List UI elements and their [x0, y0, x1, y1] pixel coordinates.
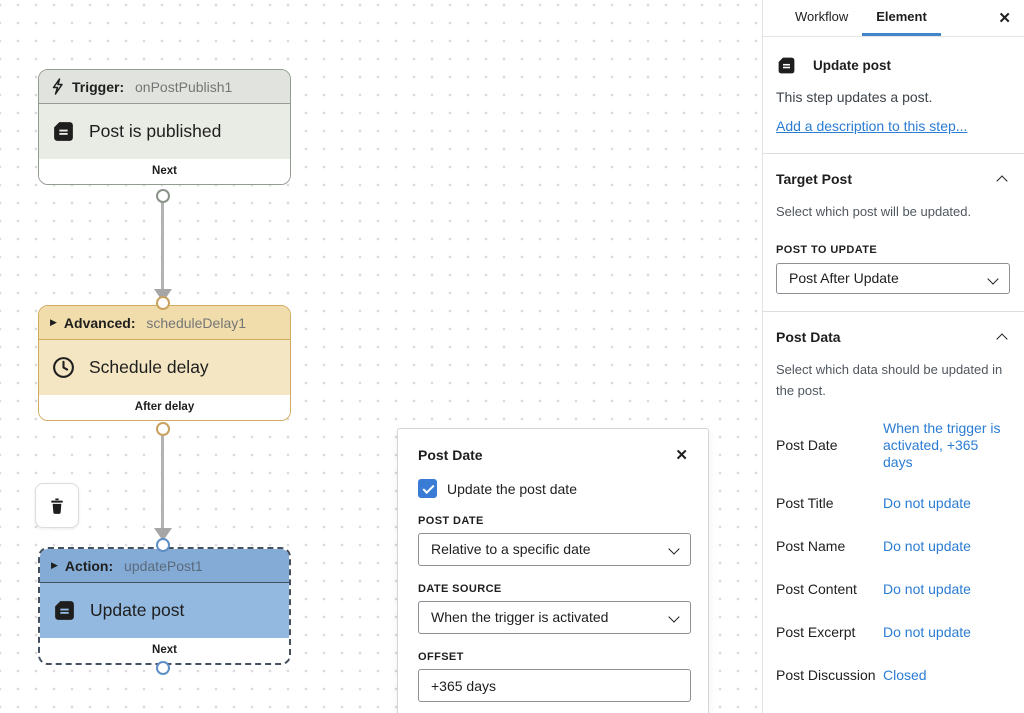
- node-advanced-schedule-delay[interactable]: ▶ Advanced: scheduleDelay1 Schedule dela…: [38, 305, 291, 421]
- post-date-select-value: Relative to a specific date: [431, 541, 591, 557]
- row-value-link[interactable]: Do not update: [883, 581, 971, 598]
- post-icon: [778, 57, 795, 74]
- chevron-up-icon: [996, 175, 1008, 187]
- date-source-field-label: DATE SOURCE: [418, 583, 502, 595]
- node-title: Schedule delay: [89, 357, 209, 377]
- connector-line: [161, 203, 164, 289]
- post-date-select[interactable]: Relative to a specific date: [418, 533, 691, 566]
- post-date-popover: Post Date ✕ Update the post date POST DA…: [397, 428, 709, 713]
- row-value-link[interactable]: Do not update: [883, 495, 971, 512]
- lightning-bolt-icon: [52, 78, 63, 95]
- chevron-down-icon: [668, 611, 680, 623]
- section-description: Select which data should be updated in t…: [776, 361, 1003, 398]
- post-data-row: Post Content Do not update: [776, 580, 1010, 600]
- row-value-link[interactable]: Do not update: [883, 624, 971, 641]
- node-header-prefix: Trigger:: [72, 78, 129, 95]
- row-value-link[interactable]: Do not update: [883, 538, 971, 555]
- collapse-triangle-icon[interactable]: ▶: [50, 317, 57, 327]
- connection-port[interactable]: [156, 538, 170, 552]
- post-icon: [54, 122, 73, 141]
- node-title: Post is published: [89, 121, 222, 141]
- section-target-post-header[interactable]: Target Post: [776, 171, 1010, 187]
- node-id: updatePost1: [124, 557, 203, 574]
- section-title: Post Data: [776, 328, 841, 345]
- collapse-triangle-icon[interactable]: ▶: [51, 560, 58, 570]
- inspector-sidebar: Workflow Element ✕ Update post This step…: [762, 0, 1024, 713]
- trash-icon: [51, 498, 63, 514]
- row-value-link[interactable]: When the trigger is activated, +365 days: [883, 420, 1001, 470]
- tab-workflow[interactable]: Workflow: [795, 9, 849, 24]
- delete-step-button[interactable]: [35, 483, 79, 528]
- add-description-link[interactable]: Add a description to this step...: [776, 118, 968, 134]
- close-icon[interactable]: ✕: [998, 9, 1011, 27]
- offset-field-label: OFFSET: [418, 651, 464, 663]
- checkbox-label: Update the post date: [447, 480, 577, 497]
- offset-input[interactable]: [418, 669, 691, 702]
- chevron-down-icon: [987, 273, 999, 285]
- node-output-label: Next: [40, 638, 289, 663]
- node-id: onPostPublish1: [135, 78, 233, 95]
- row-label: Post Title: [776, 495, 834, 512]
- section-title: Target Post: [776, 171, 852, 187]
- row-label: Post Discussion: [776, 667, 876, 684]
- date-source-select-value: When the trigger is activated: [431, 609, 609, 625]
- post-date-field-label: POST DATE: [418, 515, 484, 527]
- post-data-row: Post Name Do not update: [776, 537, 1010, 557]
- sidebar-tabbar: Workflow Element ✕: [763, 0, 1024, 37]
- connection-port[interactable]: [156, 296, 170, 310]
- connector-arrowhead-icon: [154, 528, 172, 541]
- connection-port[interactable]: [156, 189, 170, 203]
- node-output-label: Next: [39, 159, 290, 184]
- node-header[interactable]: ▶ Advanced: scheduleDelay1: [39, 306, 290, 340]
- node-header[interactable]: Trigger: onPostPublish1: [39, 70, 290, 104]
- post-data-row: Post Title Do not update: [776, 494, 1010, 514]
- chevron-up-icon: [996, 333, 1008, 345]
- node-title: Update post: [90, 600, 185, 620]
- element-title: Update post: [813, 58, 892, 73]
- node-id: scheduleDelay1: [146, 314, 247, 331]
- section-post-data-header[interactable]: Post Data: [776, 329, 1010, 345]
- chevron-down-icon: [668, 543, 680, 555]
- update-post-date-checkbox[interactable]: [418, 479, 437, 498]
- post-data-row: Post Date When the trigger is activated,…: [776, 420, 1010, 470]
- row-label: Post Name: [776, 538, 846, 555]
- node-body: Update post: [40, 583, 289, 638]
- post-icon: [55, 601, 74, 620]
- node-header-prefix: Action:: [64, 557, 118, 574]
- row-label: Post Date: [776, 437, 838, 454]
- row-label: Post Excerpt: [776, 624, 856, 641]
- connection-port[interactable]: [156, 661, 170, 675]
- row-value-link[interactable]: Closed: [883, 667, 927, 684]
- popover-title: Post Date: [418, 447, 483, 463]
- node-header[interactable]: ▶ Action: updatePost1: [40, 549, 289, 583]
- node-trigger-on-post-publish[interactable]: Trigger: onPostPublish1 Post is publishe…: [38, 69, 291, 185]
- post-to-update-field-label: POST TO UPDATE: [776, 243, 878, 256]
- section-description: Select which post will be updated.: [776, 204, 972, 219]
- post-to-update-select[interactable]: Post After Update: [776, 262, 1010, 294]
- post-to-update-select-value: Post After Update: [789, 269, 899, 286]
- close-icon[interactable]: ✕: [675, 446, 688, 464]
- divider: [763, 153, 1024, 154]
- clock-icon: [53, 357, 74, 378]
- node-output-label: After delay: [39, 395, 290, 420]
- post-data-row: Post Discussion Closed: [776, 666, 1010, 686]
- row-label: Post Content: [776, 581, 857, 598]
- connection-port[interactable]: [156, 422, 170, 436]
- element-description: This step updates a post.: [776, 89, 933, 105]
- divider: [763, 310, 1024, 312]
- workflow-canvas[interactable]: Trigger: onPostPublish1 Post is publishe…: [0, 0, 762, 713]
- node-body: Post is published: [39, 104, 290, 159]
- connector-line: [161, 436, 164, 528]
- post-data-row: Post Excerpt Do not update: [776, 623, 1010, 643]
- tab-element[interactable]: Element: [862, 0, 941, 36]
- date-source-select[interactable]: When the trigger is activated: [418, 601, 691, 634]
- node-action-update-post[interactable]: ▶ Action: updatePost1 Update post Next: [38, 547, 291, 665]
- node-header-prefix: Advanced:: [63, 314, 140, 331]
- node-body: Schedule delay: [39, 340, 290, 395]
